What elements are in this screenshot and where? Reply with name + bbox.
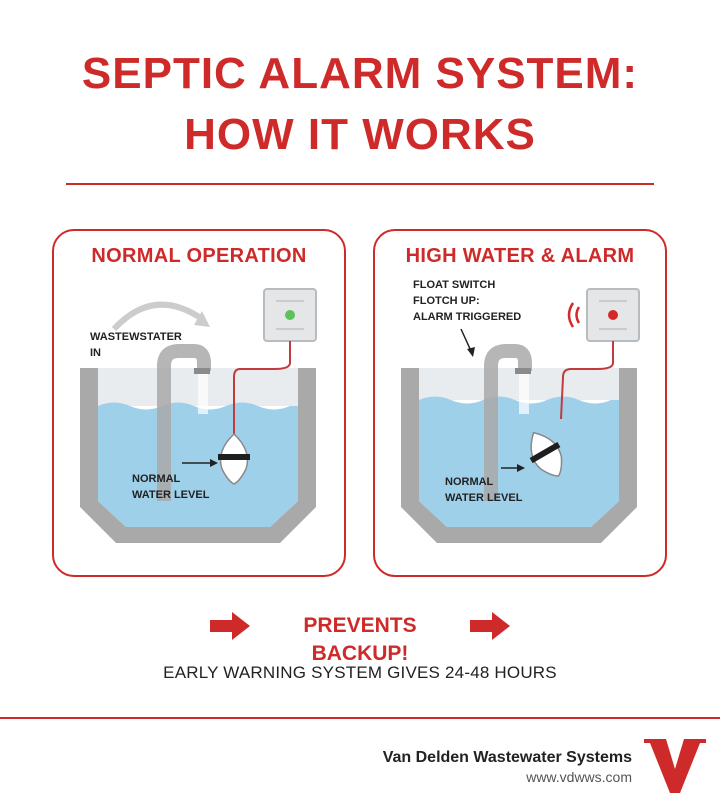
right-arrow-icon (470, 612, 510, 640)
pipe-collar (515, 368, 531, 374)
early-warning-text: EARLY WARNING SYSTEM GIVES 24-48 HOURS (163, 663, 557, 682)
page-subtitle: HOW IT WORKS (184, 110, 536, 159)
water-body (98, 402, 298, 527)
alarm-level-label: NORMAL WATER LEVEL (445, 476, 523, 504)
tank-wall (401, 368, 637, 543)
pipe-collar (194, 368, 210, 374)
right-arrow-icon (210, 612, 250, 640)
prevents-backup-text: PREVENTS BACKUP! (303, 614, 417, 665)
water-body (419, 396, 619, 527)
company-name: Van Delden Wastewater Systems (382, 749, 632, 766)
high-water-alarm-panel: HIGH WATER & ALARM FLOAT SWITCH (373, 229, 667, 577)
water-stream (519, 374, 529, 414)
normal-tank-diagram (80, 288, 317, 543)
normal-operation-title: NORMAL OPERATION (91, 245, 307, 267)
company-url: www.vdwws.com (526, 769, 632, 785)
inlet-label: WASTEWSTATER IN (90, 331, 182, 359)
normal-operation-panel: NORMAL OPERATION WASTEWSTATER IN NORMAL (52, 229, 346, 577)
footer-divider (0, 717, 720, 719)
company-logo-icon (644, 739, 706, 793)
status-light-red (608, 310, 618, 320)
title-divider (66, 183, 654, 185)
float-wire (560, 341, 614, 420)
page-title: SEPTIC ALARM SYSTEM: (81, 49, 639, 98)
normal-level-label: NORMAL WATER LEVEL (132, 473, 210, 501)
float-switch-raised (529, 431, 563, 477)
tank-wall (80, 368, 316, 543)
float-switch-label: FLOAT SWITCH FLOTCH UP: ALARM TRIGGERED (413, 279, 522, 323)
water-stream (198, 374, 208, 414)
status-light-green (285, 310, 295, 320)
inlet-pipe (484, 344, 532, 501)
inflow-arrow-icon (111, 301, 204, 332)
switch-pointer-arrow (460, 328, 472, 352)
alarm-sound-icon (567, 302, 581, 328)
inlet-pipe (157, 344, 211, 501)
high-water-alarm-title: HIGH WATER & ALARM (405, 245, 635, 267)
float-wire (233, 341, 291, 436)
alarm-tank-diagram (401, 288, 640, 543)
